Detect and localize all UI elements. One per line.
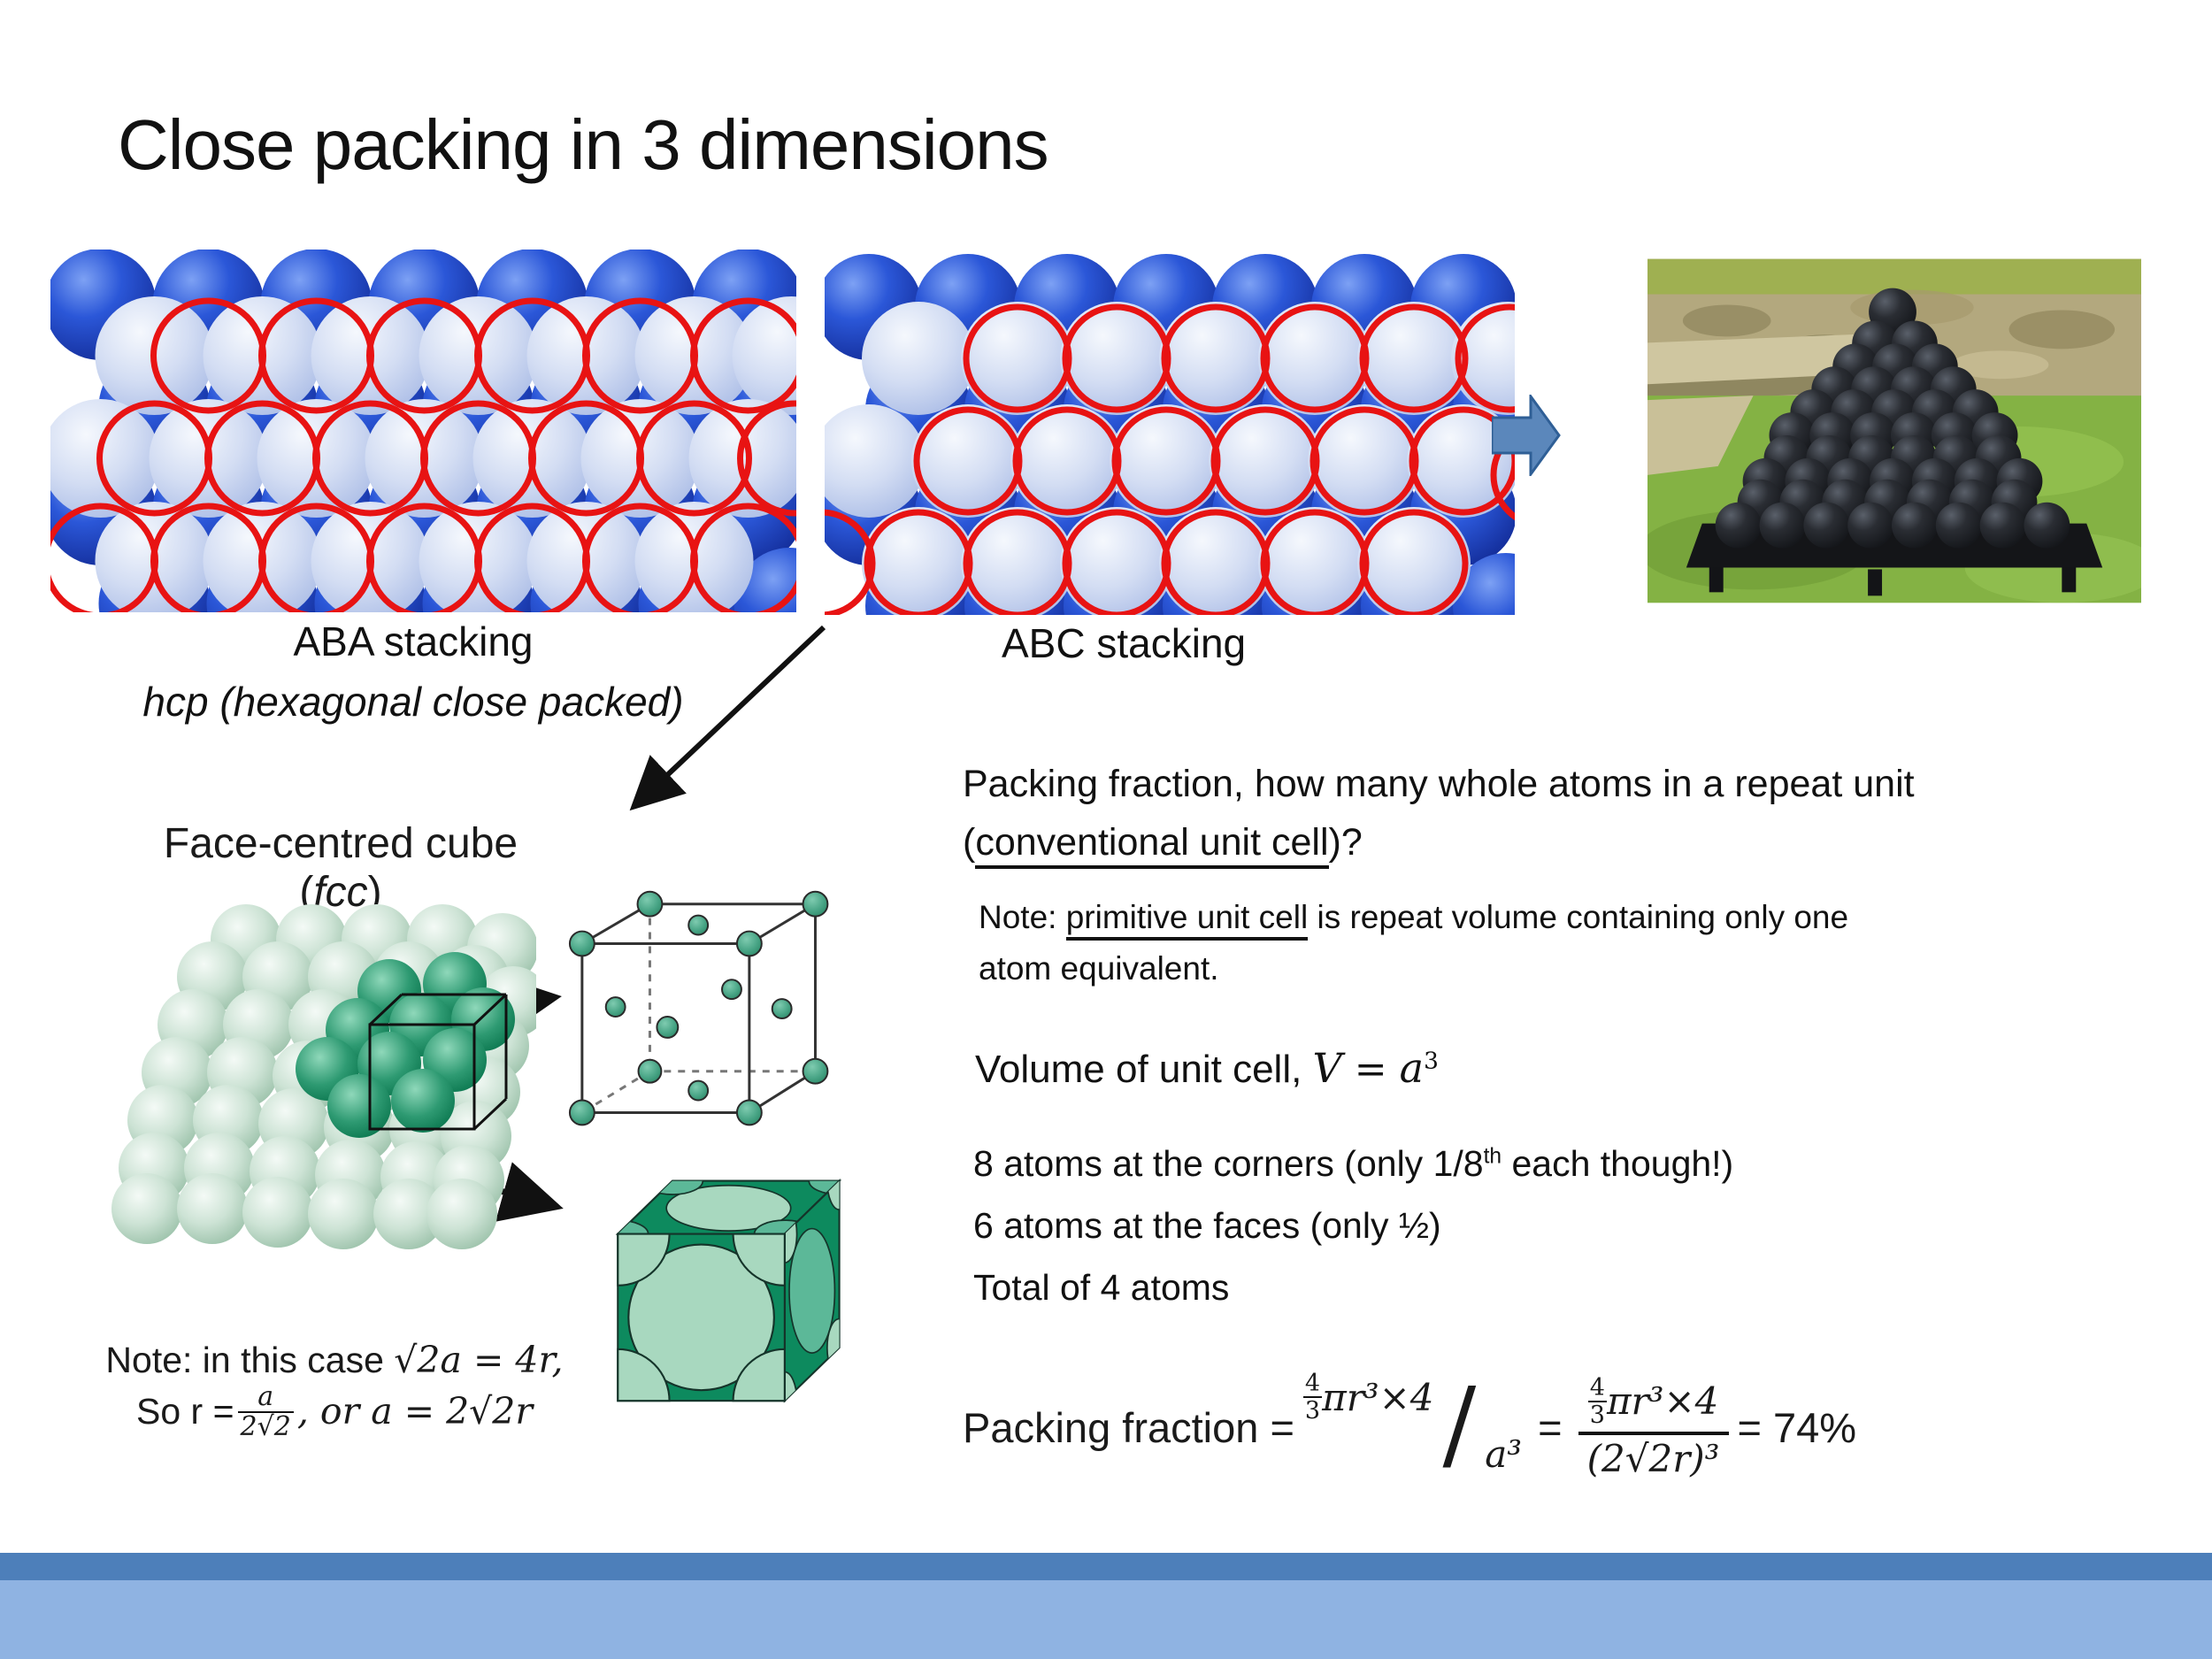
volume-line: Volume of unit cell, V = a3	[975, 1044, 1439, 1092]
primitive-note-line2: atom equivalent.	[979, 950, 1219, 987]
hcp-label: hcp (hexagonal close packed)	[142, 679, 684, 725]
right-arrow-icon	[1492, 395, 1561, 476]
fcc-ball-stick-image	[560, 879, 895, 1171]
fcc-space-filling-image	[609, 1141, 874, 1407]
abc-stacking-graphic	[825, 254, 1515, 615]
atoms-total-line: Total of 4 atoms	[973, 1267, 1230, 1308]
aba-stacking-image	[50, 250, 796, 612]
atoms-corners-line: 8 atoms at the corners (only 1/8th each …	[973, 1143, 1734, 1184]
abc-label: ABC stacking	[1002, 620, 1247, 666]
abc-stacking-image	[825, 252, 1515, 615]
aba-label: ABA stacking	[293, 618, 534, 664]
packing-question-line2: (conventional unit cell)?	[963, 821, 1363, 869]
packing-question-line1: Packing fraction, how many whole atoms i…	[963, 763, 1915, 805]
equation-slash: /	[1442, 1367, 1477, 1483]
fcc-cluster-image	[104, 895, 536, 1249]
primitive-note-line1: Note: primitive unit cell is repeat volu…	[979, 899, 1848, 941]
aba-stacking-graphic	[50, 250, 796, 612]
page-title: Close packing in 3 dimensions	[118, 105, 1049, 184]
fcc-label: Face-centred cube (fcc)	[163, 820, 518, 916]
fcc-note-line1: Note: in this case √2a = 4r,	[105, 1339, 564, 1381]
atoms-faces-line: 6 atoms at the faces (only ½)	[973, 1205, 1441, 1246]
cannonball-photo	[1647, 258, 2141, 603]
footer-bar-light	[0, 1580, 2212, 1659]
footer-bar-dark	[0, 1553, 2212, 1580]
equation-result: = 74%	[1737, 1403, 1857, 1451]
equation-denominator-1: a³	[1485, 1432, 1523, 1476]
